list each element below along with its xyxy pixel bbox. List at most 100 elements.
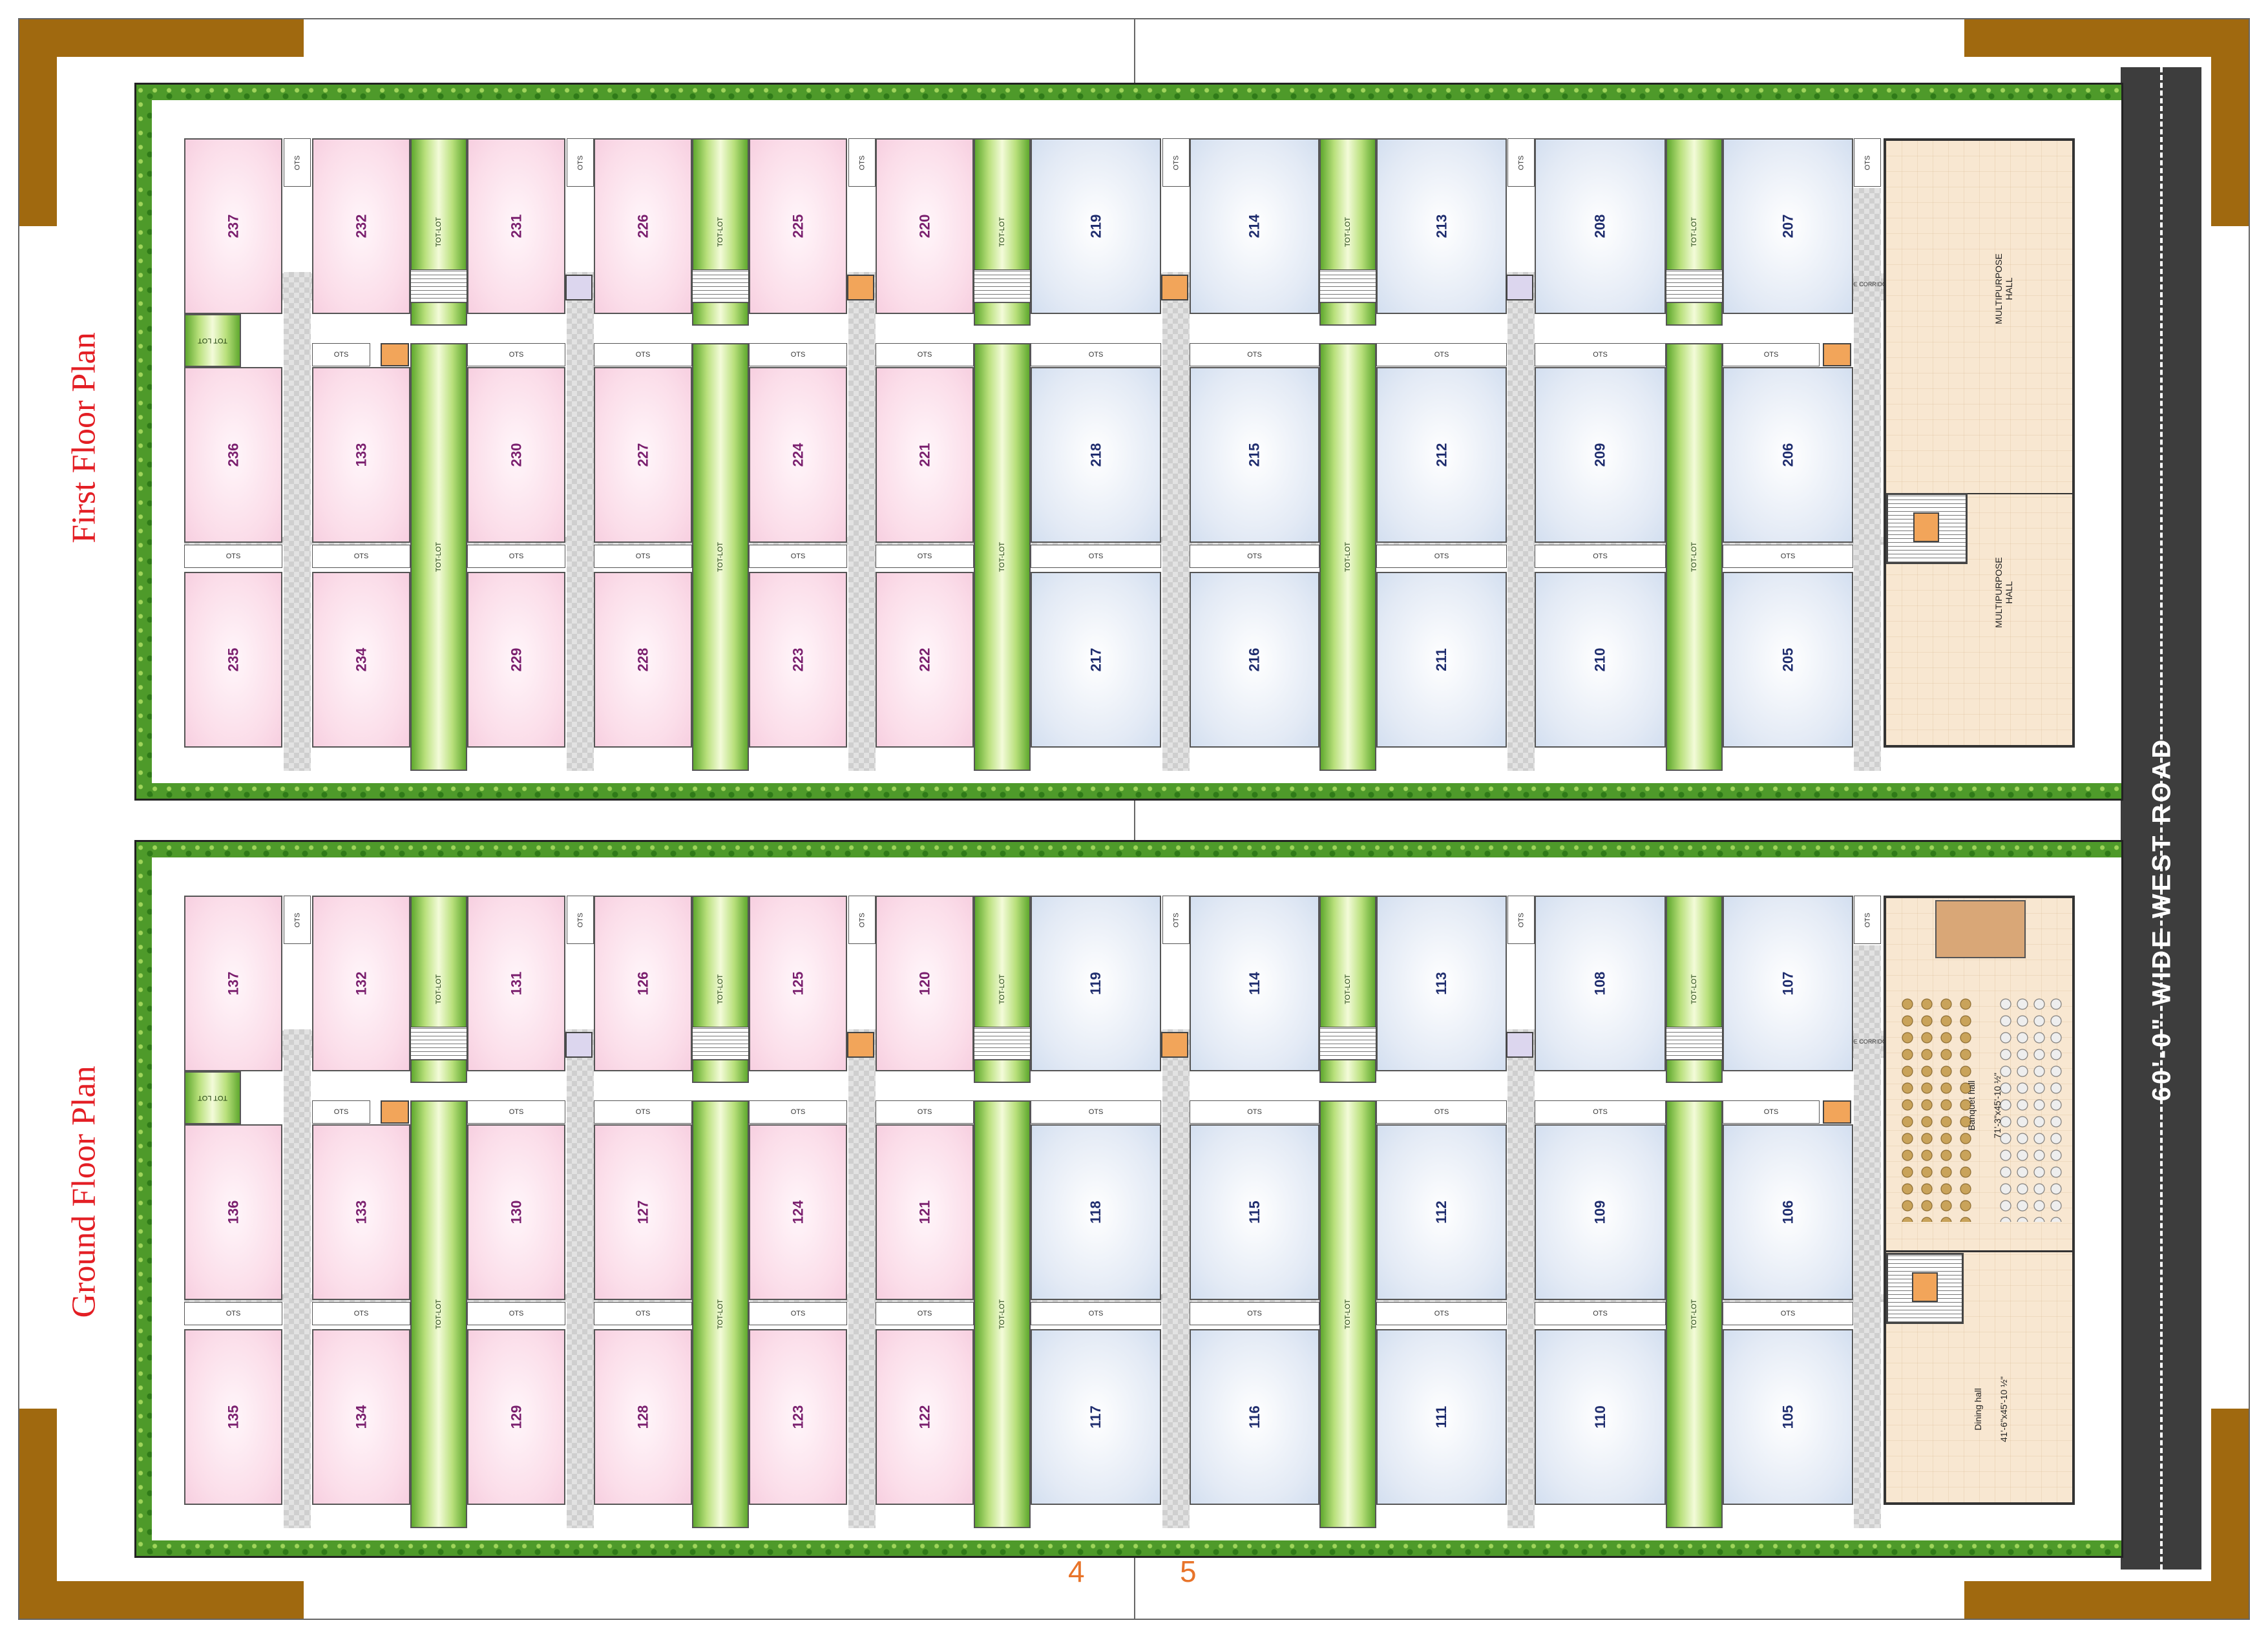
ots-shaft: OTS [594,343,692,366]
unit-box: 111 [1376,1329,1507,1505]
tot-lot: TOT-LOT [1666,1100,1723,1528]
unit-box: 127 [594,1124,692,1300]
ots-shaft: OTS [1162,896,1190,944]
ots-shaft: OTS [284,896,311,944]
ots-shaft: OTS [1854,138,1881,187]
unit-box: 122 [876,1329,974,1505]
unit-box: 205 [1723,572,1853,748]
corridor-vertical [284,1029,311,1528]
unit-box: 115 [1190,1124,1319,1300]
unit-box: 237 [184,138,282,314]
page-fold-line [1134,18,1135,1620]
lift-shaft [1506,1032,1533,1058]
unit-box: 223 [749,572,847,748]
multipurpose-hall [1884,138,2075,748]
ots-shaft: OTS [876,1302,974,1325]
ots-shaft: OTS [312,1302,410,1325]
unit-box: 112 [1376,1124,1507,1300]
ots-shaft: OTS [1190,545,1319,568]
unit-box: 129 [467,1329,565,1505]
staircase [1319,269,1376,303]
unit-box: 132 [312,896,410,1071]
corner-bracket-top-right [1964,19,2249,57]
ots-shaft: OTS [1723,545,1853,568]
unit-box: 212 [1376,367,1507,543]
unit-box: 209 [1535,367,1666,543]
ots-shaft: OTS [749,545,847,568]
lift-shaft [381,343,409,366]
ots-shaft: OTS [567,896,594,944]
ots-shaft: OTS [1723,1302,1853,1325]
unit-box: 232 [312,138,410,314]
staircase [692,269,749,303]
ots-shaft: OTS [1031,1302,1161,1325]
tot-lot-small: TOT LOT [184,314,241,367]
ots-shaft: OTS [567,138,594,187]
staircase [1666,269,1723,303]
unit-box: 224 [749,367,847,543]
unit-box: 128 [594,1329,692,1505]
tot-lot: TOT-LOT [410,343,467,771]
unit-box: 117 [1031,1329,1161,1505]
corridor-vertical [848,272,876,771]
hall-lift [1913,512,1939,542]
unit-box: 114 [1190,896,1319,1071]
tot-lot: TOT-LOT [692,1100,749,1528]
unit-box: 107 [1723,896,1853,1071]
lift-shaft [565,1032,593,1058]
corridor-vertical [848,1029,876,1528]
corner-bracket-bottom-right [1964,1581,2249,1619]
staircase [974,1027,1031,1060]
ots-shaft: OTS [467,343,565,366]
ots-shaft: OTS [1854,896,1881,944]
hedge-top [136,85,2121,100]
ots-shaft: OTS [876,343,974,366]
corner-bracket-top-left [19,19,304,57]
dining-hall-size: 41'-6"x45'-10 ½" [1999,1376,2009,1442]
unit-box: 236 [184,367,282,543]
tot-lot: TOT-LOT [1319,1100,1376,1528]
unit-box: 222 [876,572,974,748]
ots-shaft: OTS [848,896,876,944]
unit-box: 230 [467,367,565,543]
staircase [410,269,467,303]
ots-shaft: OTS [312,545,410,568]
unit-box: 227 [594,367,692,543]
ots-shaft: OTS [749,1302,847,1325]
ots-shaft: OTS [184,545,282,568]
road-center-line [2160,67,2163,1570]
unit-box: 106 [1723,1124,1853,1300]
tot-lot: TOT-LOT [1319,343,1376,771]
staircase [1319,1027,1376,1060]
unit-box: 217 [1031,572,1161,748]
hedge-bottom [136,1540,2121,1556]
tot-lot: TOT-LOT [974,343,1031,771]
corridor-label: 7'-0" WIDE CORRIDOR [1829,1038,1891,1045]
lift-shaft [847,1032,874,1058]
unit-box: 121 [876,1124,974,1300]
unit-box: 231 [467,138,565,314]
staircase [410,1027,467,1060]
hedge-top [136,842,2121,857]
multipurpose-hall-label: MULTIPURPOSE HALL [1993,253,2014,324]
corridor-vertical [567,272,594,771]
banquet-hall-label: Banquet hall [1966,1080,1977,1131]
unit-box: 235 [184,572,282,748]
dining-hall-label: Dining hall [1973,1388,1983,1431]
unit-box: 123 [749,1329,847,1505]
unit-box: 105 [1723,1329,1853,1505]
unit-box: 133 [312,367,410,543]
unit-box: 207 [1723,138,1853,314]
ots-shaft: OTS [312,1100,370,1124]
ots-shaft: OTS [284,138,311,187]
ots-shaft: OTS [594,1302,692,1325]
ots-shaft: OTS [1535,545,1666,568]
unit-box: 206 [1723,367,1853,543]
unit-box: 229 [467,572,565,748]
ots-shaft: OTS [1535,1100,1666,1124]
banquet-tables [1997,996,2067,1222]
lift-shaft [1823,1100,1851,1124]
corridor-vertical [1854,945,1881,1528]
hall-entrance [1935,900,2026,958]
hedge-bottom [136,783,2121,799]
